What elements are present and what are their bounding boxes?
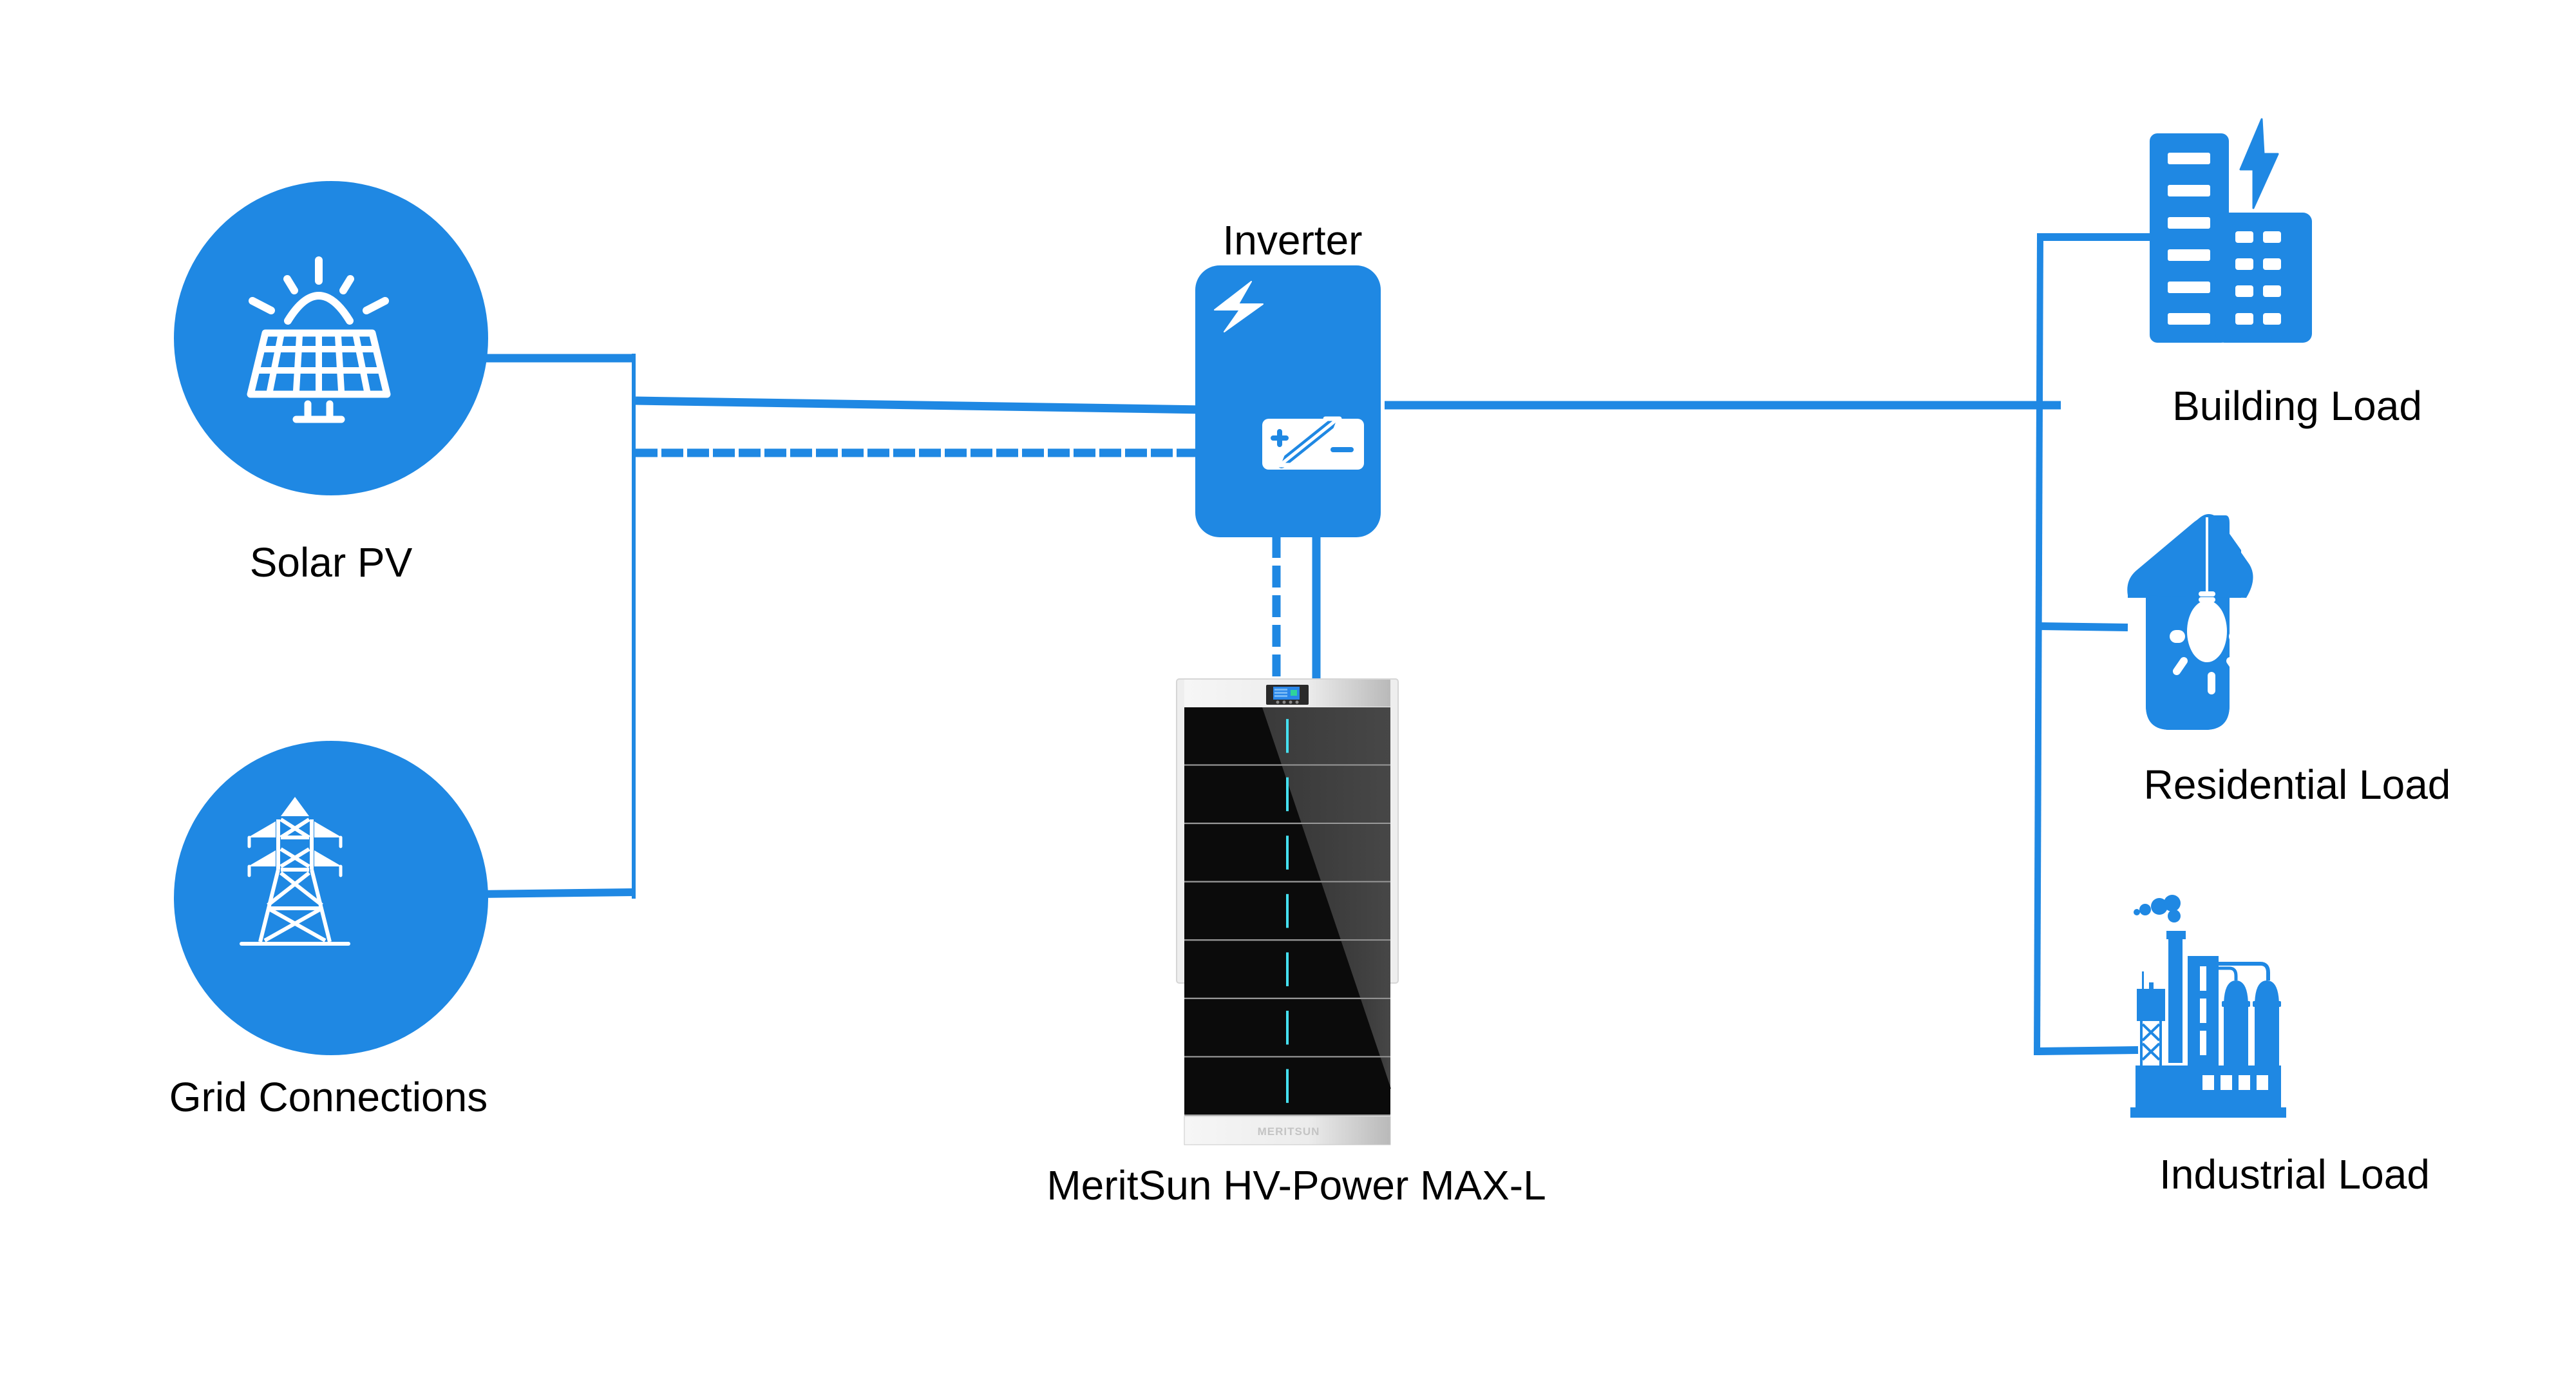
battery-led-indicator xyxy=(1286,893,1289,928)
grid-circle xyxy=(174,741,488,1055)
office-building-icon xyxy=(2150,118,2312,343)
solar-pv-label: Solar PV xyxy=(250,539,413,586)
grid-connections-label: Grid Connections xyxy=(169,1074,488,1120)
battery-bottom-cap xyxy=(1184,1116,1391,1145)
solar-panel-icon xyxy=(247,256,391,423)
battery-module xyxy=(1184,824,1390,883)
smoke-puff-icon xyxy=(2134,909,2140,915)
battery-led-indicator xyxy=(1286,777,1289,812)
residential-load-node[interactable]: Residential Load xyxy=(2127,514,2450,808)
building-load-node[interactable]: Building Load xyxy=(2150,118,2422,429)
grid-connections-node[interactable]: Grid Connections xyxy=(169,741,488,1120)
battery-charge-discharge-icon xyxy=(1262,416,1364,470)
battery-led-indicator xyxy=(1286,1069,1289,1104)
inverter-node[interactable]: Inverter xyxy=(1195,217,1381,537)
battery-module xyxy=(1184,1057,1391,1116)
battery-glass-reflection xyxy=(1302,824,1390,881)
battery-brand-mark: MERITSUN xyxy=(1258,1125,1320,1138)
battery-glass-reflection xyxy=(1360,999,1390,1056)
battery-led-indicator xyxy=(1286,719,1289,753)
connection-lines xyxy=(476,233,2150,1056)
residential-load-label: Residential Load xyxy=(2144,761,2451,808)
house-lightbulb-icon xyxy=(2127,514,2253,730)
battery-glass-reflection xyxy=(1282,765,1390,823)
industrial-load-label: Industrial Load xyxy=(2159,1151,2430,1198)
line-grid-to-bus xyxy=(476,888,634,898)
building-load-label: Building Load xyxy=(2172,383,2422,429)
factory-icon xyxy=(2130,895,2286,1118)
battery-glass-reflection xyxy=(1321,882,1390,940)
battery-module xyxy=(1184,999,1390,1058)
battery-module xyxy=(1184,882,1390,941)
battery-glass-reflection xyxy=(1262,707,1390,765)
line-bus-to-inverter-solid xyxy=(635,396,1205,414)
battery-display-screen xyxy=(1266,685,1309,705)
battery-label: MeritSun HV-Power MAX-L xyxy=(1046,1162,1546,1209)
line-bus-to-industrial xyxy=(2036,1046,2139,1055)
right-bus-vertical xyxy=(2034,234,2043,1056)
battery-glass-reflection xyxy=(1341,941,1390,998)
solar-pv-node[interactable]: Solar PV xyxy=(174,181,488,586)
solar-pv-circle xyxy=(174,181,488,495)
transmission-tower-icon xyxy=(240,797,350,946)
battery-module xyxy=(1184,941,1390,999)
battery-module xyxy=(1184,707,1390,766)
battery-glass-reflection xyxy=(1380,1057,1391,1089)
battery-led-indicator xyxy=(1286,952,1289,986)
inverter-title: Inverter xyxy=(1223,217,1363,263)
line-bus-to-residential xyxy=(2036,622,2128,631)
battery-modules xyxy=(1184,707,1391,1116)
lightning-bolt-icon xyxy=(1214,281,1264,332)
battery-led-indicator xyxy=(1286,1010,1289,1045)
industrial-load-node[interactable]: Industrial Load xyxy=(2130,895,2430,1198)
battery-module xyxy=(1184,765,1390,825)
battery-led-indicator xyxy=(1286,836,1289,870)
battery-unit[interactable]: MERITSUN MeritSun HV-Power MAX-L xyxy=(1046,678,1546,1209)
